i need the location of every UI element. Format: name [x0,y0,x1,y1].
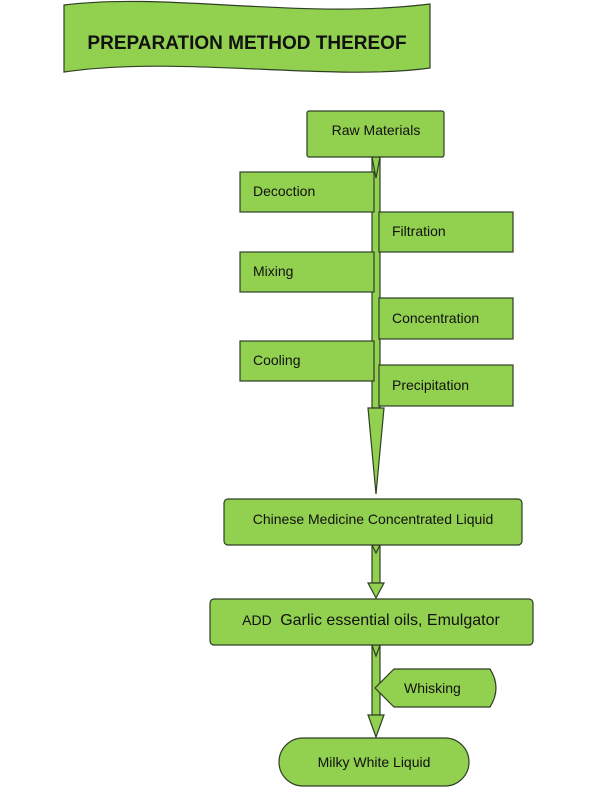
node-mixing: Mixing [239,251,375,293]
node-raw-materials: Raw Materials [306,110,445,158]
add-rest-label: Garlic essential oils, Emulgator [280,612,500,629]
cooling-label: Cooling [253,352,300,368]
decoction-box [239,171,375,213]
node-concentrated-liquid: Chinese Medicine Concentrated Liquid [223,498,523,546]
arrow-to-add-shaft [371,544,381,584]
raw-materials-label: Raw Materials [332,122,421,138]
node-filtration: Filtration [378,211,514,253]
whisking-shape [374,668,497,708]
precipitation-label: Precipitation [392,377,469,393]
raw-materials-box [306,110,445,158]
add-ingredients-box [209,598,534,646]
node-decoction: Decoction [239,171,375,213]
arrow-to-add [367,544,385,600]
node-precipitation: Precipitation [378,364,514,407]
concentration-label: Concentration [392,310,479,326]
node-cooling: Cooling [239,340,375,382]
node-milky-white-liquid: Milky White Liquid [278,737,470,787]
milky-white-liquid-box [278,737,470,787]
cooling-box [239,340,375,382]
precipitation-box [378,364,514,407]
node-add-ingredients: ADD Garlic essential oils, Emulgator [209,598,534,646]
add-ingredients-text: ADD Garlic essential oils, Emulgator [242,612,500,629]
arrow-to-add-head [367,582,385,600]
whisking-label: Whisking [404,680,461,696]
filtration-label: Filtration [392,223,446,239]
milky-white-liquid-label: Milky White Liquid [318,754,431,770]
mixing-label: Mixing [253,263,293,279]
add-prefix-label: ADD [242,612,272,628]
decoction-label: Decoction [253,183,315,199]
node-concentration: Concentration [378,297,514,340]
concentrated-liquid-label: Chinese Medicine Concentrated Liquid [253,511,493,527]
title-banner-shape [63,0,431,73]
main-arrow-head [367,407,385,495]
title-text: PREPARATION METHOD THEREOF [87,33,406,54]
arrow-to-milky-head [367,714,385,739]
concentrated-liquid-box [223,498,523,546]
filtration-box [378,211,514,253]
concentration-box [378,297,514,340]
mixing-box [239,251,375,293]
node-whisking: Whisking [374,668,497,708]
title-banner: PREPARATION METHOD THEREOF [63,0,431,73]
